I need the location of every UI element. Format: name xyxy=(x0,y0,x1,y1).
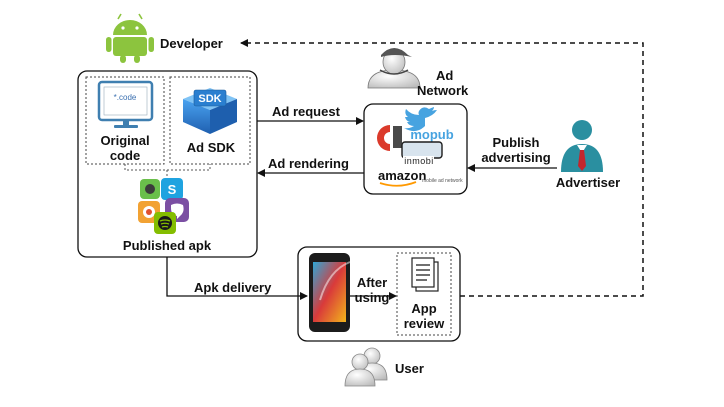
publish-label-line2: advertising xyxy=(481,150,550,165)
google-admob-icon xyxy=(377,125,390,151)
after-using-label-line2: using xyxy=(355,290,390,305)
apk-delivery-arrow xyxy=(166,257,308,300)
app-icons-cluster: S xyxy=(138,178,189,234)
app-review-label-line2: review xyxy=(404,316,445,331)
amazon-logo-text: amazon xyxy=(378,168,426,183)
user-label: User xyxy=(395,361,424,376)
published-apk-label: Published apk xyxy=(123,238,212,253)
inmobi-logo-text: inmobi xyxy=(404,156,434,166)
original-code-label-line2: code xyxy=(110,148,140,163)
apk-delivery-label: Apk delivery xyxy=(194,280,272,295)
sdk-box-icon xyxy=(183,88,237,134)
android-robot-icon xyxy=(106,13,154,63)
amazon-smile-icon xyxy=(379,181,417,187)
skype-icon xyxy=(161,178,183,200)
user-group-icon xyxy=(344,347,388,387)
smartphone-icon xyxy=(309,253,351,332)
document-icon xyxy=(411,257,439,292)
mopub-logo-text: mopub xyxy=(410,127,453,142)
advertiser-label: Advertiser xyxy=(556,175,620,190)
ad-rendering-label: Ad rendering xyxy=(268,156,349,171)
developer-label: Developer xyxy=(160,36,223,51)
original-code-label-line1: Original xyxy=(100,133,149,148)
ad-network-person-icon xyxy=(367,48,421,89)
monitor-icon xyxy=(97,80,154,128)
review-feedback-dashed-arrow xyxy=(240,39,644,297)
twitter-icon xyxy=(404,107,437,132)
publish-label-line1: Publish xyxy=(493,135,540,150)
ad-network-label-line1: Ad xyxy=(436,68,453,83)
ad-sdk-label: Ad SDK xyxy=(187,140,236,155)
mobile-ad-network-text: mobile ad network xyxy=(422,178,463,184)
advertiser-icon xyxy=(561,120,603,172)
ad-network-logos: mopub inmobi amazon mobile ad network xyxy=(377,107,463,187)
app-review-label-line1: App xyxy=(411,301,436,316)
ad-request-label: Ad request xyxy=(272,104,341,119)
after-using-label-line1: After xyxy=(357,275,387,290)
code-screen-text: *.code xyxy=(114,93,137,102)
ad-network-label-line2: Network xyxy=(417,83,469,98)
sdk-box-text: SDK xyxy=(198,93,221,105)
svg-text:S: S xyxy=(168,182,177,197)
merge-connector xyxy=(124,164,211,177)
